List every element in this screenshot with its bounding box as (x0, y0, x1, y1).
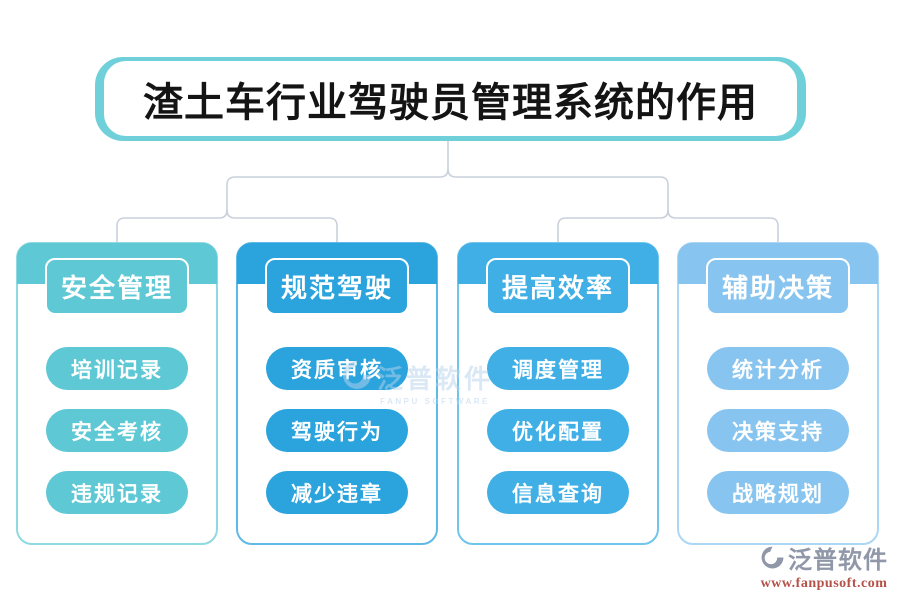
node-item: 驾驶行为 (266, 409, 408, 452)
column-header: 辅助决策 (706, 258, 850, 315)
brand-watermark: 泛普软件 www.fanpusoft.com (760, 540, 888, 592)
column-decision-support: 辅助决策 统计分析 决策支持 战略规划 (677, 242, 879, 545)
column-improve-efficiency: 提高效率 调度管理 优化配置 信息查询 (457, 242, 659, 545)
node-item: 信息查询 (487, 471, 629, 514)
brand-name: 泛普软件 (788, 547, 888, 574)
brand-url: www.fanpusoft.com (760, 576, 888, 591)
title-box-inner: 渣土车行业驾驶员管理系统的作用 (104, 61, 797, 136)
node-item: 培训记录 (46, 347, 188, 390)
node-item: 统计分析 (707, 347, 849, 390)
node-item: 决策支持 (707, 409, 849, 452)
node-item: 调度管理 (487, 347, 629, 390)
node-item: 资质审核 (266, 347, 408, 390)
column-header: 提高效率 (486, 258, 630, 315)
node-item: 减少违章 (266, 471, 408, 514)
column-standard-driving: 规范驾驶 资质审核 驾驶行为 减少违章 (236, 242, 438, 545)
column-header: 安全管理 (45, 258, 189, 315)
node-item: 战略规划 (707, 471, 849, 514)
column-header: 规范驾驶 (265, 258, 409, 315)
page-title: 渣土车行业驾驶员管理系统的作用 (143, 80, 758, 125)
node-item: 违规记录 (46, 471, 188, 514)
node-item: 安全考核 (46, 409, 188, 452)
column-safety-management: 安全管理 培训记录 安全考核 违规记录 (16, 242, 218, 545)
fanpu-logo-icon (761, 546, 784, 569)
node-item: 优化配置 (487, 409, 629, 452)
title-box: 渣土车行业驾驶员管理系统的作用 (95, 57, 806, 141)
